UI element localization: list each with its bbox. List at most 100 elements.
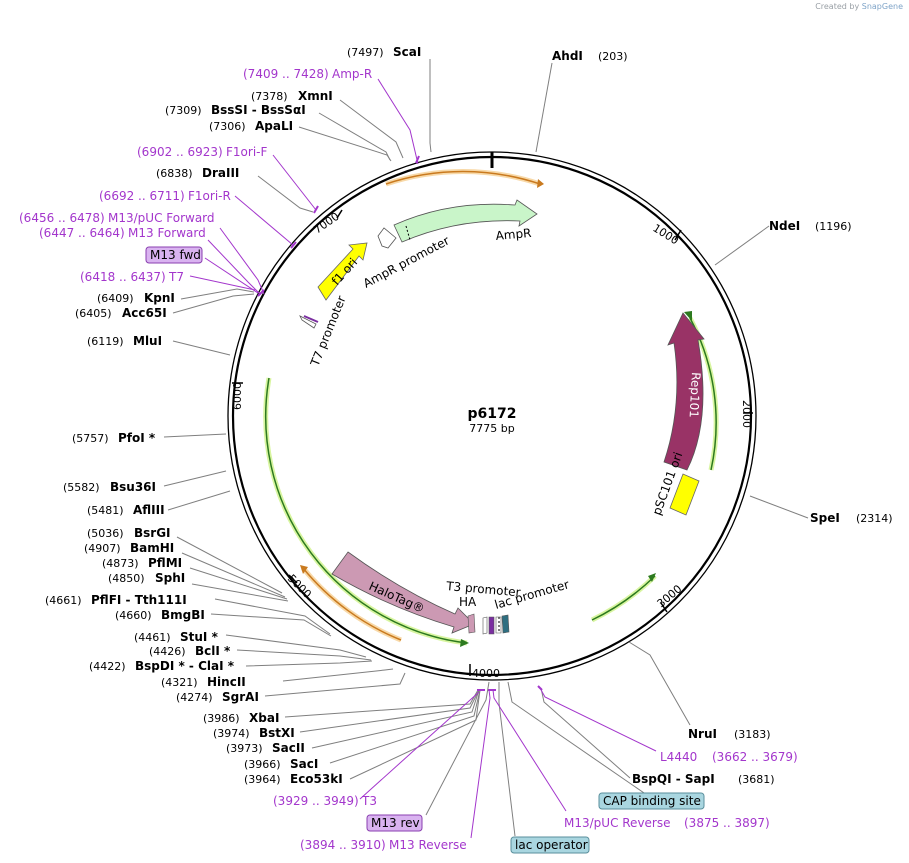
leader-stui (225, 634, 367, 658)
enzyme-pos-kpni: (6409) (97, 292, 134, 305)
cap-box-bg (598, 792, 705, 810)
tick-label-4000: 4000 (472, 667, 500, 680)
leader-ndei (714, 225, 770, 266)
primer-leader-ampr (377, 78, 419, 165)
leader-pfoi (163, 433, 227, 438)
enzyme-name-acc65i: Acc65I (122, 306, 167, 320)
t3-promoter-label: T3 promoter (445, 579, 521, 600)
enzyme-name-eco53ki: Eco53kI (290, 772, 343, 786)
enzyme-pos-hincii: (4321) (161, 676, 198, 689)
orf-arc-top (385, 170, 541, 185)
enzyme-name-bcli: BclI * (195, 644, 231, 658)
f1-ori-arrow (317, 242, 368, 301)
plasmid-length: 7775 bp (469, 422, 514, 435)
primer-name-f1ori-r: F1ori-R (188, 189, 231, 203)
enzyme-pos-xbai: (3986) (203, 712, 240, 725)
primer-leader-m13puc-rev (492, 689, 567, 812)
enzyme-pos-ndei: (1196) (815, 220, 852, 233)
primer-leaders (189, 78, 657, 839)
enzyme-name-bmgbi: BmgBI (161, 608, 205, 622)
lacop-box-text: lac operator (515, 838, 588, 852)
tick-5000 (288, 574, 298, 584)
leader-sacii (311, 689, 480, 749)
leader-mlui (172, 340, 231, 356)
enzyme-pos-apali: (7306) (209, 120, 246, 133)
enzyme-pos-sphi: (4850) (108, 572, 145, 585)
leader-bsu36i (163, 470, 227, 487)
t3-promoter-rect (482, 616, 488, 635)
t7-promoter-label: T7 promoter (307, 294, 348, 369)
enzyme-name-sgrai: SgrAI (222, 690, 259, 704)
enzyme-pos-xmni: (7378) (251, 90, 288, 103)
enzyme-labels: (7497) ScaI AhdI (203) (7378) XmnI (7309… (45, 45, 893, 786)
enzyme-pos-afliii: (5481) (87, 504, 124, 517)
lacop-box: lac operator (510, 836, 590, 854)
enzyme-name-kpni: KpnI (144, 291, 175, 305)
primer-range-ampr: (7409 .. 7428) (243, 67, 329, 81)
primer-name-m13puc-rev: M13/pUC Reverse (564, 816, 671, 830)
leader-acc65i (172, 293, 255, 314)
primer-range-f1ori-r: (6692 .. 6711) (99, 189, 185, 203)
boxed-labels: M13 fwd M13 rev CAP binding site lac ope… (145, 246, 705, 854)
lac-promoter-label: lac promoter (493, 577, 571, 612)
primer-range-m13puc-fwd: (6456 .. 6478) (19, 211, 105, 225)
m13-fwd-box-text: M13 fwd (150, 248, 201, 262)
enzyme-leaders (163, 59, 809, 837)
ha-tag-rect (467, 613, 476, 634)
plasmid-name: p6172 (468, 406, 517, 422)
enzyme-name-bspqi: BspQI - SapI (632, 772, 715, 786)
primer-name-f1ori-f: F1ori-F (226, 145, 267, 159)
mcs-rect (488, 616, 495, 635)
orf-arc-left (264, 377, 468, 644)
enzyme-pos-bamhi: (4907) (84, 542, 121, 555)
m13-fwd-box-bg (145, 246, 203, 264)
leader-draiii (257, 175, 314, 213)
primer-name-m13-fwd: M13 Forward (128, 226, 206, 240)
enzyme-name-ndei: NdeI (769, 219, 800, 233)
enzyme-pos-spei: (2314) (856, 512, 893, 525)
enzyme-pos-pflmi: (4873) (102, 557, 139, 570)
primer-leader-m13-fwd-box (204, 257, 259, 294)
site-m13-fwd (257, 289, 265, 297)
primer-range-f1ori-f: (6902 .. 6923) (137, 145, 223, 159)
enzyme-name-hincii: HincII (207, 675, 246, 689)
enzyme-pos-bmgbi: (4660) (115, 609, 152, 622)
primer-name-l4440: L4440 (660, 750, 697, 764)
primer-range-m13-fwd: (6447 .. 6464) (39, 226, 125, 240)
leader-sgrai (264, 672, 406, 697)
enzyme-name-pfoi: PfoI * (118, 431, 156, 445)
enzyme-name-bsu36i: Bsu36I (110, 480, 156, 494)
enzyme-pos-mlui: (6119) (87, 335, 124, 348)
psc101-ori-rect (669, 473, 700, 516)
primer-name-ampr: Amp-R (332, 67, 372, 81)
m13-fwd-box: M13 fwd (145, 246, 203, 264)
leader-cap (507, 681, 648, 796)
enzyme-name-bsrgi: BsrGI (134, 526, 171, 540)
lac-operator-rect (501, 614, 510, 634)
leader-afliii (167, 490, 231, 511)
orf-arc-left-glow (263, 377, 468, 646)
site-f1ori-r (290, 241, 297, 249)
enzyme-pos-bsu36i: (5582) (63, 481, 100, 494)
leader-m13rev (425, 681, 490, 816)
cap-box: CAP binding site (598, 792, 705, 810)
orf-arc-right-head (684, 311, 692, 321)
ampr-label: AmpR (495, 226, 532, 243)
ampr-arrow (393, 199, 538, 243)
leader-bspqi (540, 687, 631, 779)
enzyme-name-bamhi: BamHI (130, 541, 174, 555)
primer-leader-f1ori-r (234, 195, 294, 246)
primer-range-m13-reverse: (3894 .. 3910) (300, 838, 386, 852)
enzyme-name-stui: StuI * (180, 630, 219, 644)
enzyme-pos-pfoi: (5757) (72, 432, 109, 445)
leader-bmgbi (210, 613, 332, 637)
tick-3000 (660, 602, 668, 613)
primer-name-t7: T7 (168, 270, 184, 284)
enzyme-name-apali: ApaLI (255, 119, 293, 133)
enzyme-pos-draiii: (6838) (156, 167, 193, 180)
leader-nrui (628, 641, 691, 726)
leader-bcli (236, 649, 372, 661)
enzyme-name-mlui: MluI (133, 334, 162, 348)
primer-range-t7: (6418 .. 6437) (80, 270, 166, 284)
